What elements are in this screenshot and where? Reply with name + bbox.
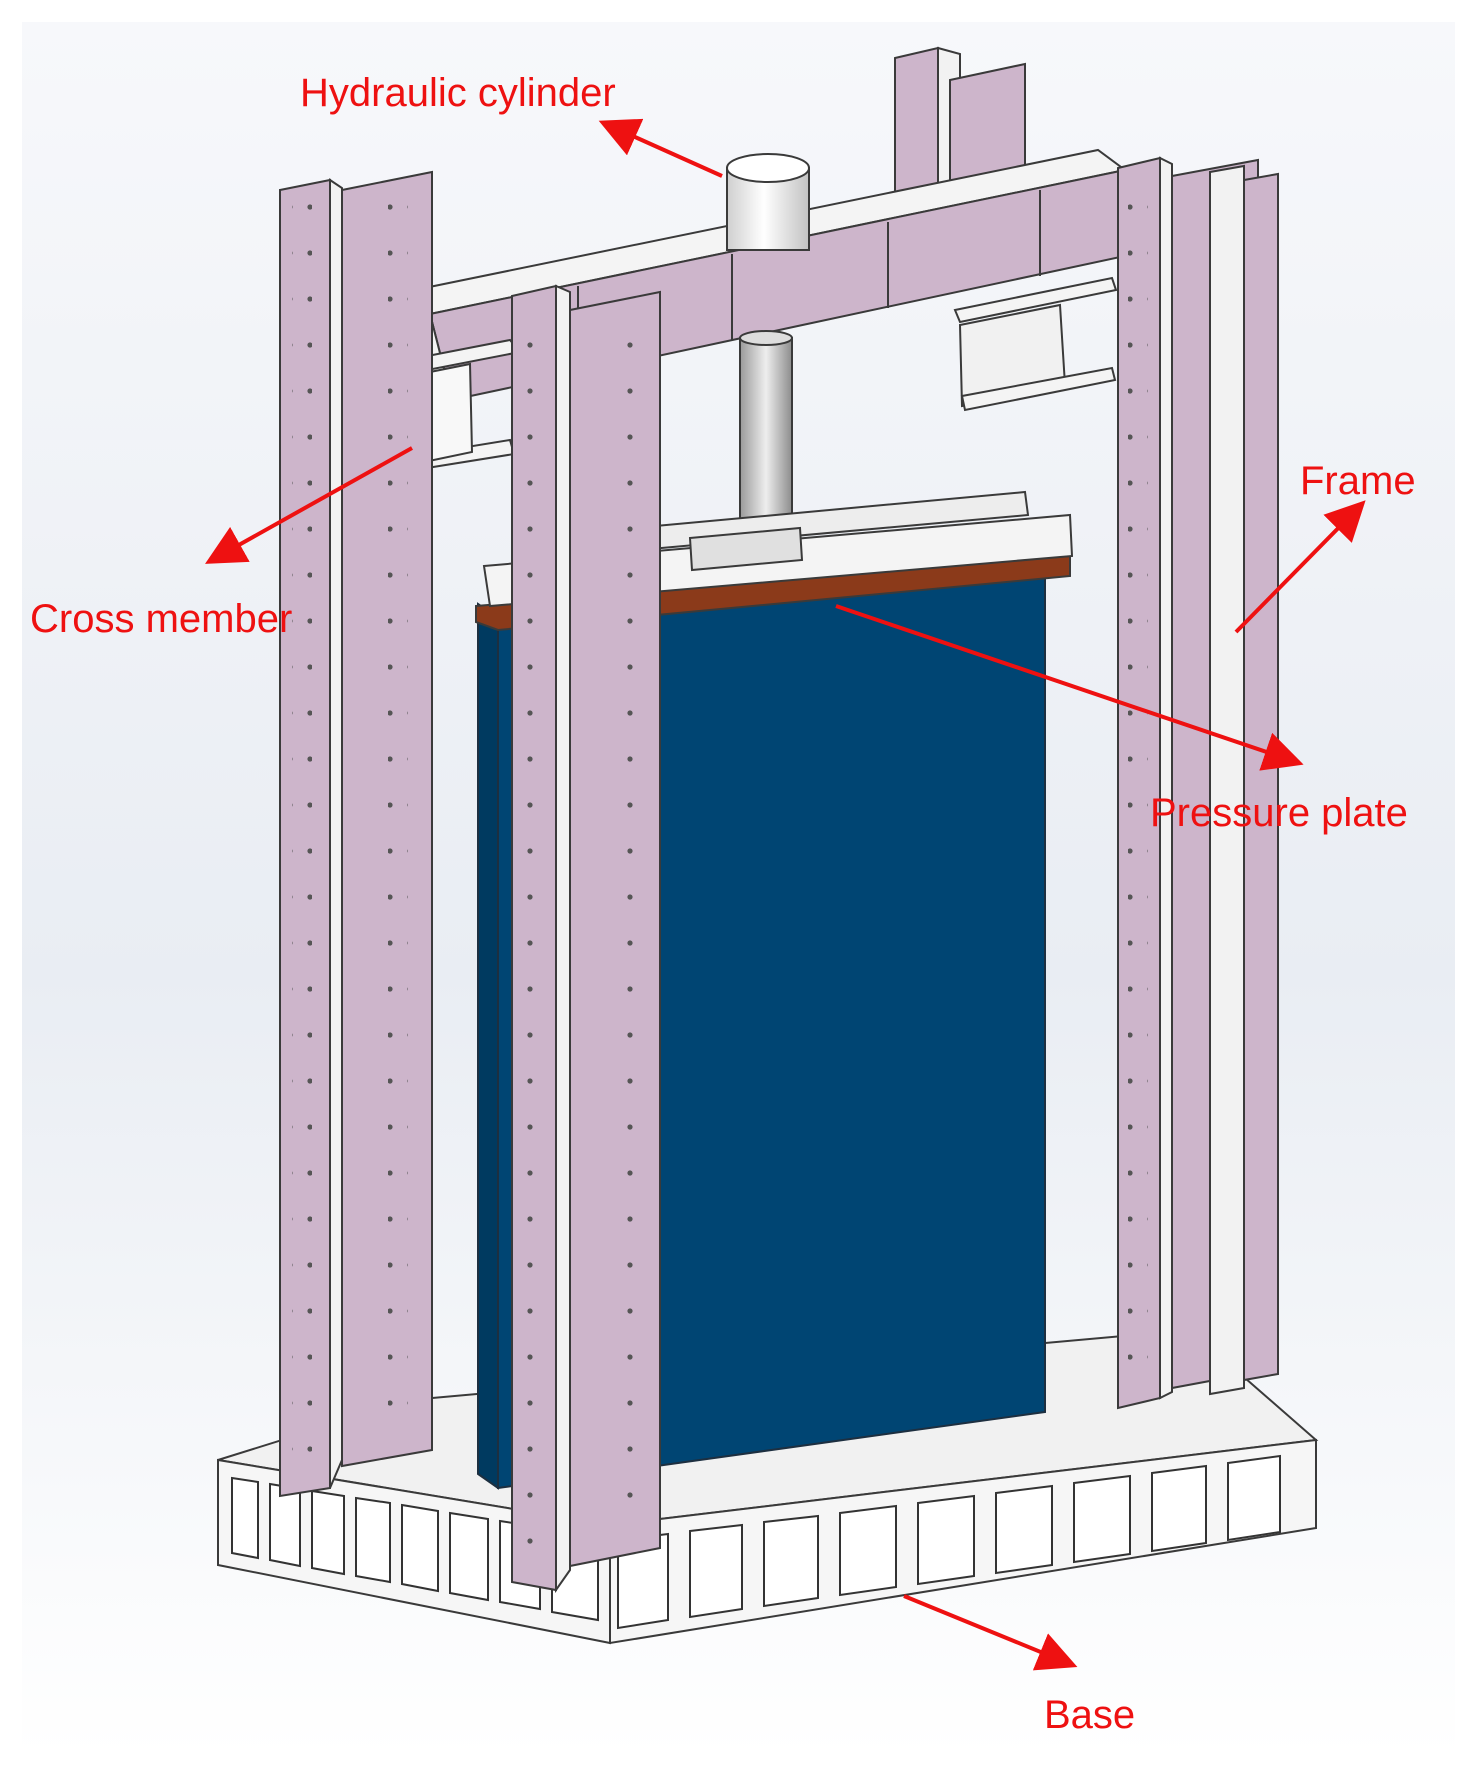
arrow-cross-member (205, 446, 413, 564)
cross-member-right (953, 276, 1118, 412)
label-cross-member: Cross member (30, 597, 292, 641)
annotation-arrows (205, 118, 1366, 1671)
base-cells-left (231, 1476, 599, 1622)
frame-post-front-right-b (1209, 164, 1279, 1396)
arrow-base (903, 1594, 1078, 1671)
arrow-hydraulic-cylinder (598, 118, 723, 178)
label-hydraulic-cylinder: Hydraulic cylinder (300, 71, 616, 115)
frame-post-front-left-a (279, 170, 433, 1498)
label-frame: Frame (1300, 459, 1416, 503)
hydraulic-cylinder (726, 153, 810, 251)
label-base: Base (1044, 1693, 1135, 1737)
cylinder-rod (739, 330, 793, 539)
arrow-frame (1234, 500, 1366, 634)
label-pressure-plate: Pressure plate (1150, 791, 1408, 835)
arrow-pressure-plate (835, 604, 1304, 771)
frame-post-front-left-b (511, 284, 661, 1594)
base-cells-front (617, 1454, 1281, 1630)
